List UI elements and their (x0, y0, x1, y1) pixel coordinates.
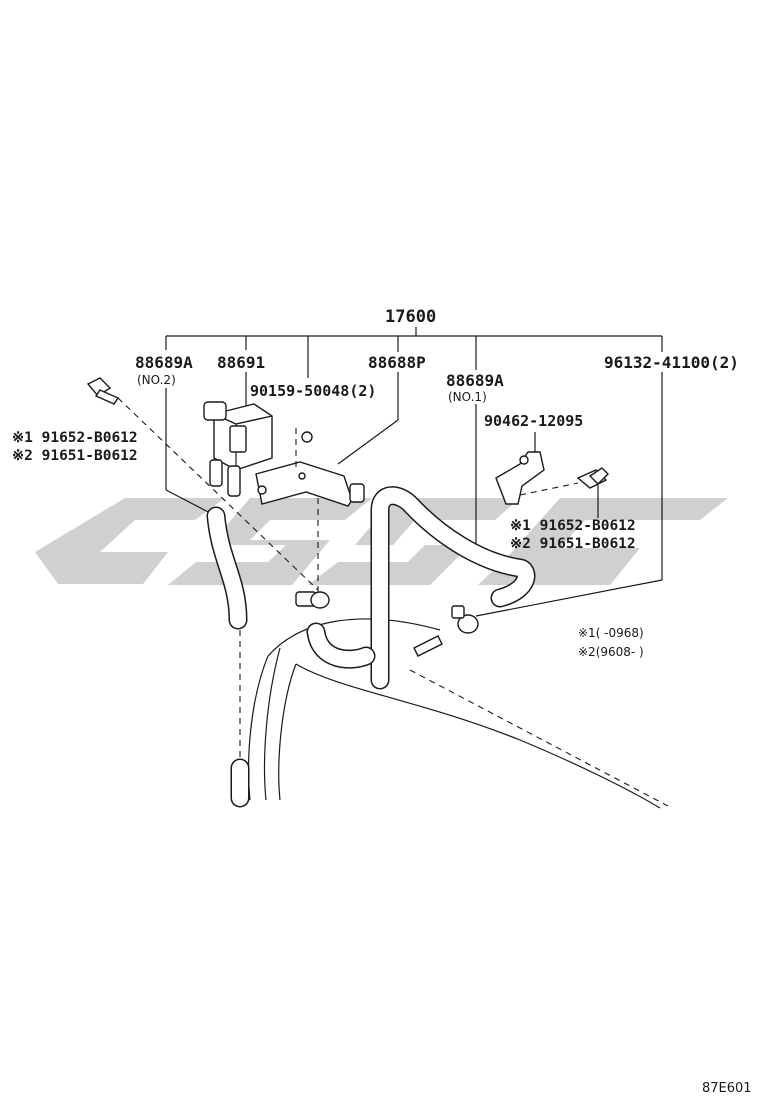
label-no2: (NO.2) (137, 373, 176, 387)
label-no1: (NO.1) (448, 390, 487, 404)
watermark-stroke-4 (478, 498, 728, 585)
watermark-stroke-3 (308, 498, 520, 585)
bracket-90462 (495, 451, 545, 505)
main-part-number: 17600 (385, 307, 436, 327)
label-left-91652: ※1 91652-B0612 (12, 430, 138, 446)
label-88689a-no2: 88689A (135, 353, 193, 372)
hose-clip-left (295, 591, 330, 609)
note-2: ※2(9608- ) (578, 645, 644, 659)
mounting-bracket (255, 461, 365, 507)
dashed-guides (117, 397, 669, 807)
bolt-left (86, 377, 120, 405)
label-96132: 96132-41100(2) (604, 353, 739, 372)
vehicle-body-outline (247, 618, 661, 809)
screw-90159 (295, 428, 313, 470)
label-88689a-no1: 88689A (446, 371, 504, 390)
label-90159: 90159-50048(2) (250, 382, 376, 400)
label-88688p: 88688P (368, 353, 426, 372)
drawing-code: 87E601 (702, 1081, 752, 1096)
bolt-right (576, 467, 609, 489)
pipe-stub (413, 635, 443, 657)
hose-short (306, 622, 376, 669)
vacuum-switching-valve (203, 401, 273, 497)
label-88691: 88691 (217, 353, 265, 372)
label-right-91651: ※2 91651-B0612 (510, 536, 636, 552)
label-left-91651: ※2 91651-B0612 (12, 448, 138, 464)
label-right-91652: ※1 91652-B0612 (510, 518, 636, 534)
hose-left (206, 506, 248, 630)
hose-clip-right (451, 605, 479, 634)
hose-main-loop (370, 486, 536, 690)
main-part-bracket (165, 327, 663, 378)
note-1: ※1( -0968) (578, 626, 644, 640)
watermark-stroke-1 (35, 498, 225, 584)
label-90462: 90462-12095 (484, 412, 583, 430)
